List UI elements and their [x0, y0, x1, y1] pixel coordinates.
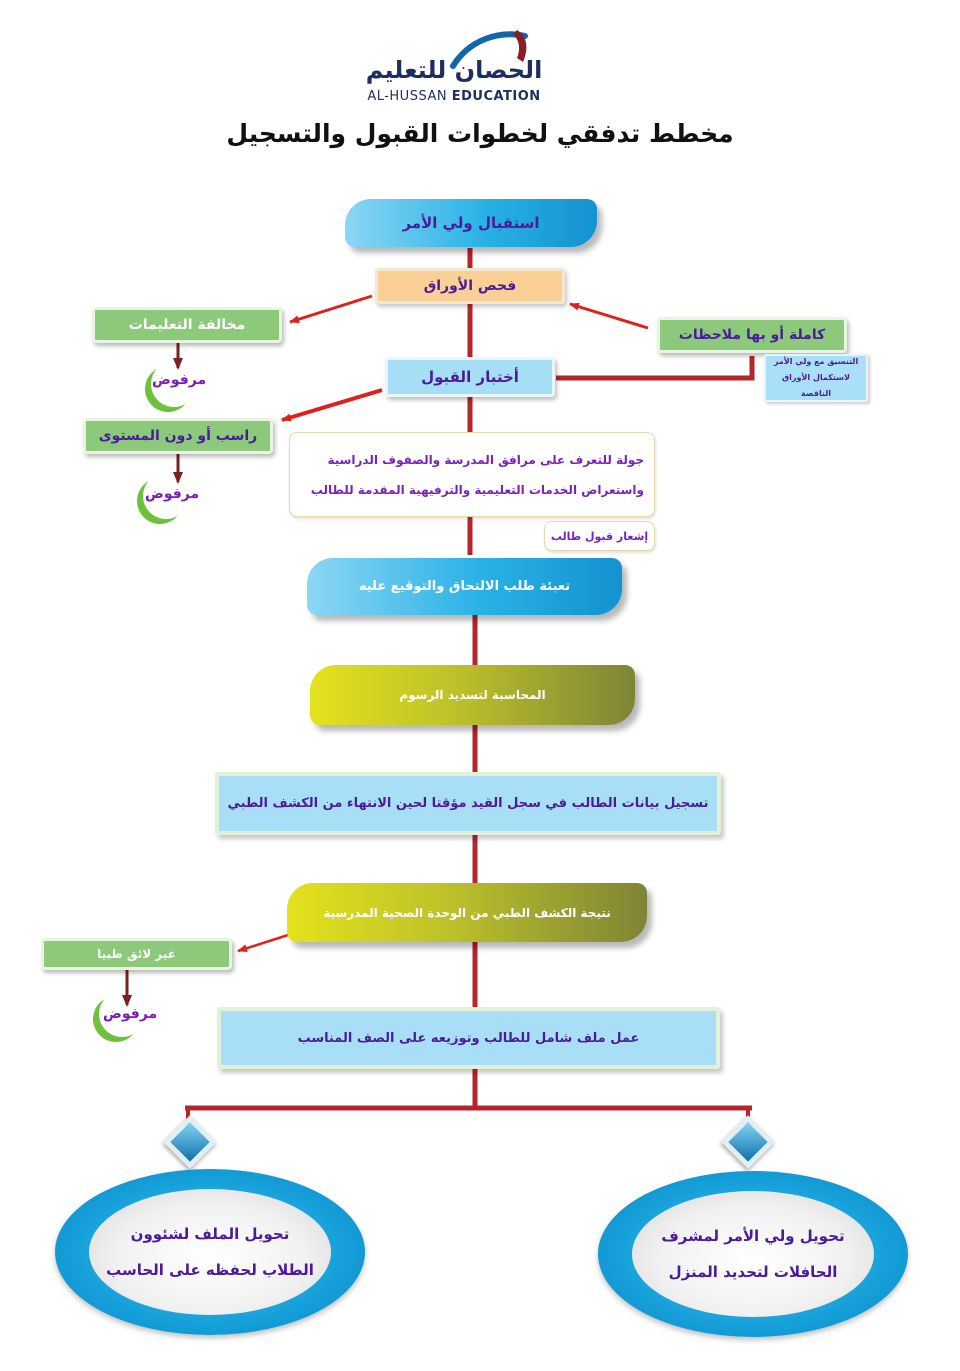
outcome-left-oval: تحويل الملف لشئوون الطلاب لحفظه على الحا…: [55, 1169, 365, 1335]
outcome-right-line1: تحويل ولي الأمر لمشرف: [661, 1227, 845, 1245]
admission-test-step: أختبار القبول: [385, 357, 555, 397]
logo-arabic: الحصان للتعليم: [365, 56, 543, 84]
outcome-right-inner: تحويل ولي الأمر لمشرف الحافلات لتحديد ال…: [632, 1191, 874, 1317]
admission-test-label: أختبار القبول: [421, 368, 519, 386]
violation-label: مخالفة التعليمات: [128, 317, 246, 333]
complete-box: كاملة أو بها ملاحظات: [657, 317, 847, 353]
reception-label: استقبال ولي الأمر: [402, 214, 540, 232]
failed-label: راسب أو دون المستوى: [98, 428, 258, 444]
comprehensive-file-step: عمل ملف شامل للطالب وتوزيعه على الصف الم…: [217, 1007, 720, 1069]
comprehensive-file-label: عمل ملف شامل للطالب وتوزيعه على الصف الم…: [297, 1030, 640, 1046]
logo-english-bold: EDUCATION: [451, 89, 541, 104]
acceptance-notice: إشعار قبول طالب: [544, 521, 655, 551]
medically-unfit-box: غير لائق طبيا: [41, 938, 232, 970]
outcome-left-line2: الطلاب لحفظه على الحاسب: [106, 1261, 314, 1279]
accounting-step: المحاسبة لتسديد الرسوم: [310, 665, 635, 725]
registration-label: تسجيل بيانات الطالب في سجل القيد مؤقتا ل…: [227, 796, 709, 811]
arrow-to-violation: [289, 294, 373, 324]
acceptance-notice-label: إشعار قبول طالب: [550, 529, 649, 543]
medical-result-step: نتيجة الكشف الطبي من الوحدة الصحية المدر…: [287, 883, 647, 942]
arrow-to-unfit: [237, 933, 289, 953]
coordination-link: [556, 356, 755, 381]
rejected-label: مرفوض: [103, 1006, 158, 1022]
accounting-label: المحاسبة لتسديد الرسوم: [399, 688, 546, 702]
registration-step: تسجيل بيانات الطالب في سجل القيد مؤقتا ل…: [215, 772, 721, 835]
medically-unfit-label: غير لائق طبيا: [97, 947, 176, 961]
outcome-right-oval: تحويل ولي الأمر لمشرف الحافلات لتحديد ال…: [598, 1171, 908, 1337]
tour-line2: واستعراض الخدمات التعليمية والترفيهية ال…: [310, 482, 644, 497]
coordination-line1: التنسيق مع ولي الأمر: [773, 357, 859, 366]
rejected-label: مرفوض: [152, 372, 207, 388]
application-form-step: تعبئة طلب الالتحاق والتوقيع عليه: [307, 558, 622, 615]
coordination-note: التنسيق مع ولي الأمر لاستكمال الأوراق ال…: [764, 354, 868, 402]
complete-label: كاملة أو بها ملاحظات: [678, 327, 826, 343]
page-title: مخطط تدفقي لخطوات القبول والتسجيل: [226, 119, 734, 148]
outcome-right-line2: الحافلات لتحديد المنزل: [668, 1263, 838, 1281]
logo-swoosh-icon: [450, 30, 528, 69]
tour-note: جولة للتعرف على مرافق المدرسة والصفوف ال…: [289, 432, 655, 517]
arrow-to-failed: [281, 388, 383, 422]
rejected-label: مرفوض: [145, 486, 200, 502]
failed-box: راسب أو دون المستوى: [83, 418, 273, 454]
logo-english-light: AL-HUSSAN: [367, 89, 448, 104]
outcome-left-line1: تحويل الملف لشئوون: [130, 1225, 290, 1243]
logo: الحصان للتعليم AL-HUSSAN EDUCATION: [355, 26, 575, 110]
reception-step: استقبال ولي الأمر: [345, 199, 597, 247]
outcome-left-inner: تحويل الملف لشئوون الطلاب لحفظه على الحا…: [89, 1189, 331, 1315]
coordination-line2: لاستكمال الأوراق الناقصة: [781, 373, 850, 398]
check-papers-label: فحص الأوراق: [423, 278, 517, 294]
tour-line1: جولة للتعرف على مرافق المدرسة والصفوف ال…: [327, 452, 644, 467]
medical-result-label: نتيجة الكشف الطبي من الوحدة الصحية المدر…: [323, 905, 611, 920]
logo-english: AL-HUSSAN EDUCATION: [355, 89, 553, 104]
application-form-label: تعبئة طلب الالتحاق والتوقيع عليه: [358, 579, 571, 594]
arrow-to-check: [569, 302, 649, 330]
check-papers-step: فحص الأوراق: [375, 268, 565, 304]
violation-box: مخالفة التعليمات: [92, 307, 282, 343]
